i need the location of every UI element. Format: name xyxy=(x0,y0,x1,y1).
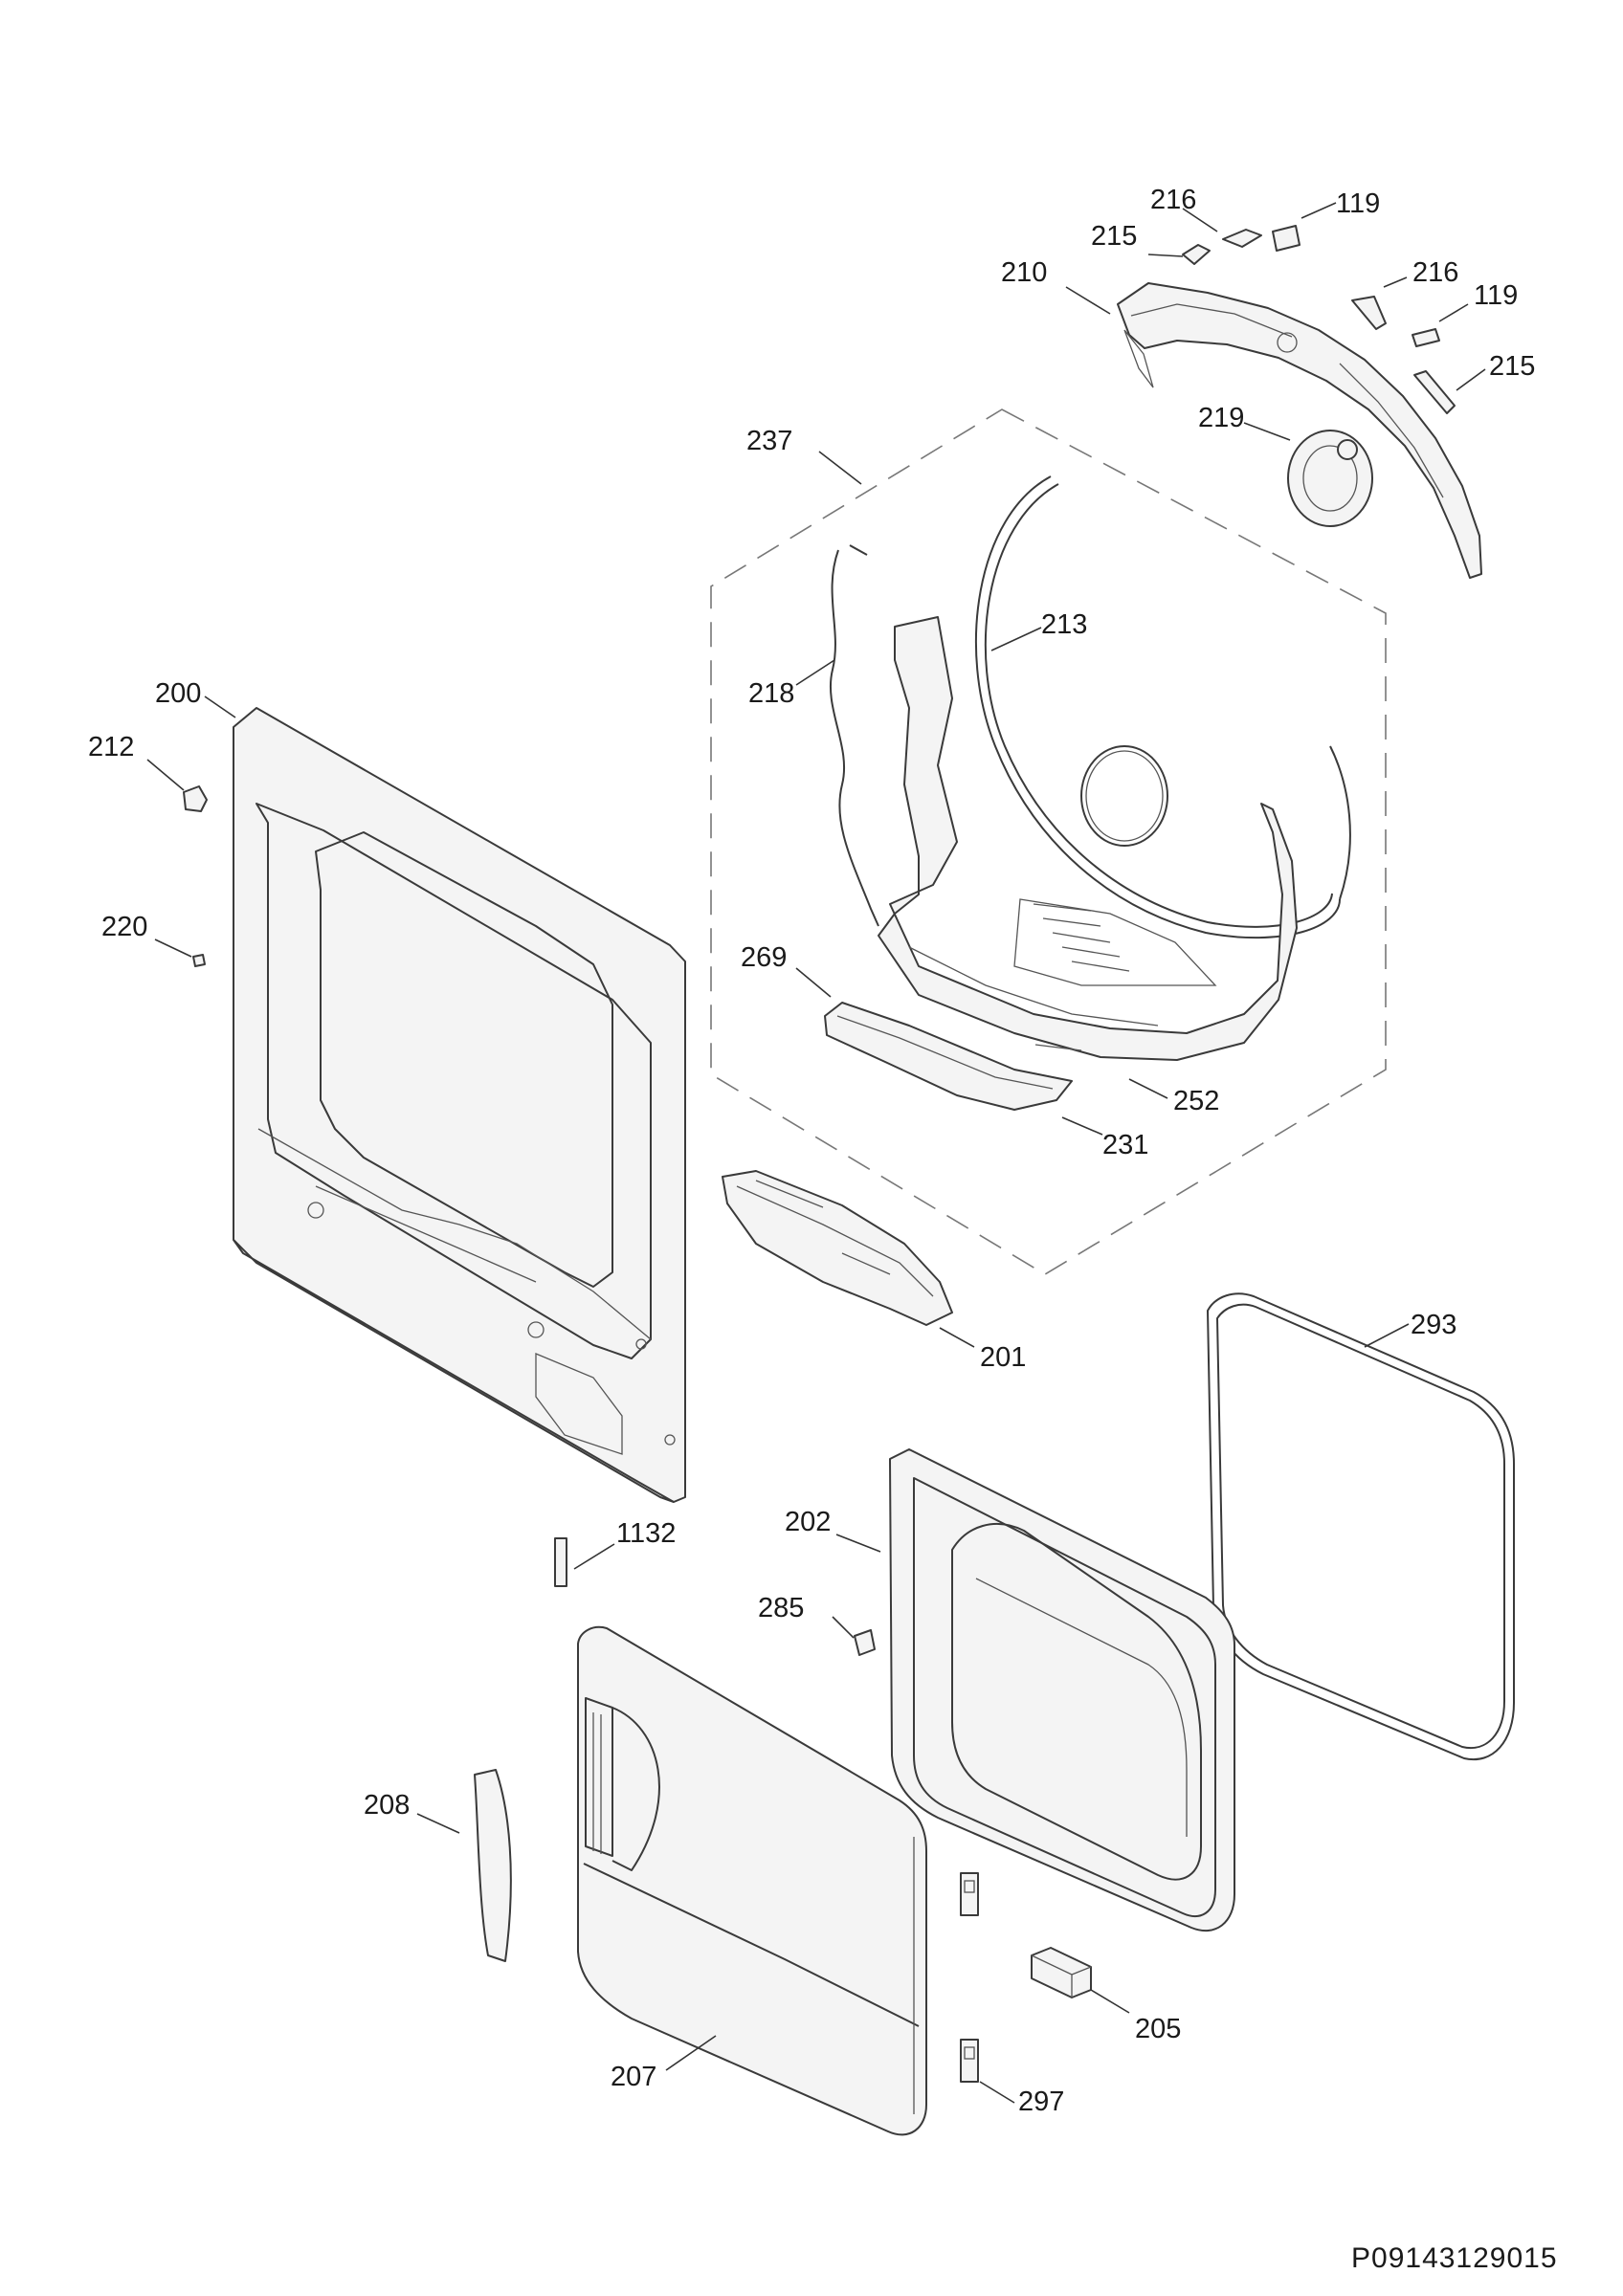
callout-212: 212 xyxy=(88,732,134,762)
callout-216-right: 216 xyxy=(1412,257,1458,288)
assembly-boundary-237 xyxy=(710,408,1387,1275)
callout-218: 218 xyxy=(748,678,794,709)
part-213-duct xyxy=(974,475,1351,939)
callout-119-top: 119 xyxy=(1336,188,1380,219)
callout-207: 207 xyxy=(611,2062,656,2092)
callout-205: 205 xyxy=(1135,2014,1181,2044)
callout-252: 252 xyxy=(1173,1086,1219,1116)
part-201-panel-insert xyxy=(722,1170,953,1326)
callout-119-right: 119 xyxy=(1474,280,1518,311)
callout-220: 220 xyxy=(101,912,147,942)
callout-215-top: 215 xyxy=(1091,221,1137,252)
part-215-clip-top xyxy=(1182,244,1211,265)
part-208-handle xyxy=(474,1769,512,1962)
part-210-bracket xyxy=(1117,282,1482,579)
part-119-pad-top xyxy=(1272,225,1301,252)
part-215-clip-right xyxy=(1413,370,1456,414)
part-200-front-frame xyxy=(233,707,686,1503)
part-205-block xyxy=(1031,1947,1092,1998)
part-220-clip xyxy=(192,954,206,967)
callout-210: 210 xyxy=(1001,257,1047,288)
part-297-hinge-upper xyxy=(960,1872,979,1916)
part-285-switch xyxy=(854,1629,876,1656)
drawing-code: P09143129015 xyxy=(1351,2242,1558,2274)
callout-297: 297 xyxy=(1018,2086,1064,2117)
callout-269: 269 xyxy=(741,942,787,973)
part-218-hose xyxy=(829,544,879,927)
callout-293: 293 xyxy=(1411,1310,1456,1340)
callout-202: 202 xyxy=(785,1507,831,1537)
part-216-clip-right xyxy=(1351,296,1387,330)
part-252-base-duct xyxy=(878,616,1298,1061)
leader-lines xyxy=(146,202,1486,2104)
part-202-inner-door xyxy=(889,1448,1235,1932)
callout-213: 213 xyxy=(1041,609,1087,640)
callout-labels: 216 119 215 210 216 119 215 219 237 213 … xyxy=(88,185,1535,2117)
part-119-pad-right xyxy=(1412,328,1440,347)
part-297-hinge-lower xyxy=(960,2039,979,2083)
callout-1132: 1132 xyxy=(616,1518,676,1549)
part-293-gasket xyxy=(1207,1292,1515,1761)
callout-215-right: 215 xyxy=(1489,351,1535,382)
callout-285: 285 xyxy=(758,1593,804,1623)
part-219-ring xyxy=(1287,430,1373,527)
part-207-outer-door xyxy=(577,1625,927,2136)
callout-201: 201 xyxy=(980,1342,1026,1373)
callout-208: 208 xyxy=(364,1790,410,1821)
callout-216-top: 216 xyxy=(1150,185,1196,215)
callout-200: 200 xyxy=(155,678,201,709)
callout-237: 237 xyxy=(746,426,792,456)
callout-219: 219 xyxy=(1198,403,1244,433)
callout-231: 231 xyxy=(1102,1130,1148,1160)
part-216-clip-top xyxy=(1222,229,1262,248)
part-212-switch xyxy=(183,785,208,812)
part-1132-label xyxy=(554,1537,567,1587)
part-269-filter-housing xyxy=(824,1002,1073,1111)
